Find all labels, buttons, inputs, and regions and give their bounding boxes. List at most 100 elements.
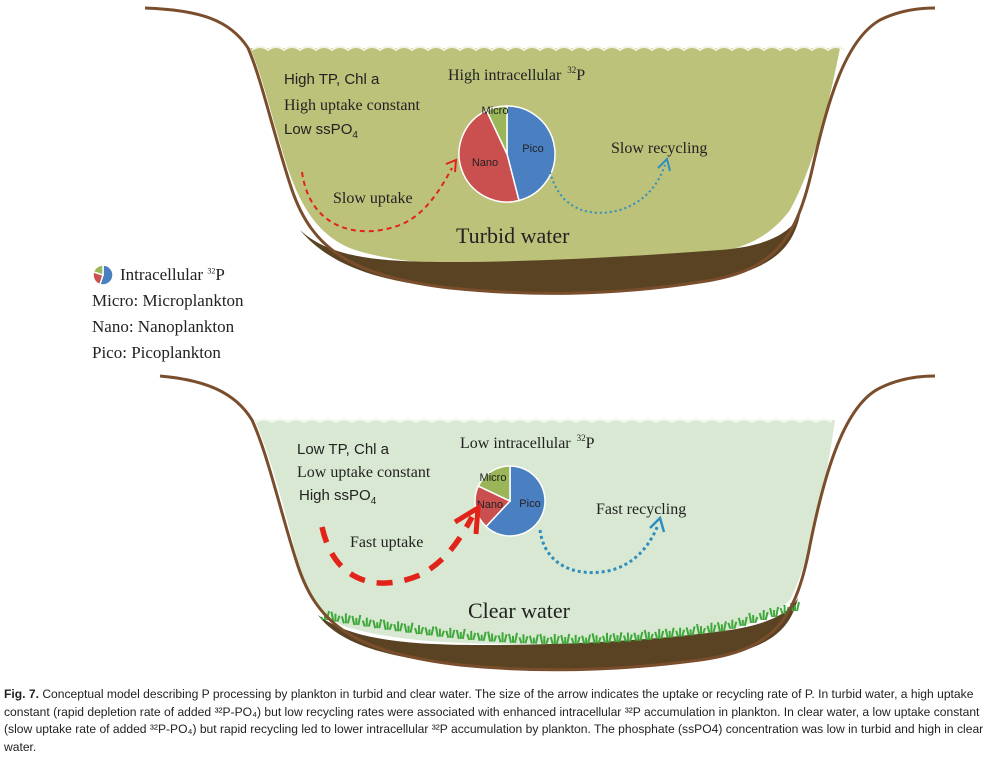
grass-blade (403, 623, 408, 633)
grass-blade (675, 630, 680, 637)
grass-blade (497, 634, 502, 643)
grass-blade (748, 612, 753, 624)
clear-sediment (318, 598, 798, 670)
grass-blade (618, 632, 623, 643)
clear-grass (320, 601, 800, 645)
grass-blade (414, 627, 418, 635)
grass-blade (346, 615, 351, 624)
grass-blade (754, 616, 759, 624)
grass-blade (545, 637, 550, 645)
grass-blade (628, 634, 633, 642)
turbid-cond-sspo4: Low ssPO4 (284, 121, 358, 141)
caption-label: Fig. 7. (4, 687, 39, 701)
turbid-wave-line (251, 46, 845, 52)
turbid-pie-pico-label: Pico (522, 143, 543, 155)
grass-blade (393, 623, 398, 632)
grass-blade (409, 622, 414, 633)
legend-pico: Pico: Picoplankton (92, 343, 221, 362)
turbid-uptake-arrow (301, 167, 453, 233)
legend: Intracellular 32P Micro: Microplankton N… (92, 262, 244, 366)
clear-water-body (255, 420, 835, 644)
turbid-recycling-label: Slow recycling (611, 140, 707, 157)
grass-blade (378, 618, 383, 629)
grass-blade (570, 637, 575, 645)
clear-recycling-arrowhead (649, 515, 666, 533)
grass-blade (461, 628, 466, 640)
turbid-basin: High TP, Chl a High uptake constant Low … (144, 6, 936, 295)
grass-blade (424, 627, 429, 636)
grass-blade (382, 619, 387, 630)
grass-blade (528, 635, 533, 644)
grass-blade (775, 606, 780, 618)
clear-pie-micro-slice (477, 465, 511, 503)
caption-text: Conceptual model describing P processing… (4, 687, 984, 754)
grass-blade (476, 632, 481, 642)
grass-blade (451, 629, 456, 639)
grass-blade (539, 633, 544, 645)
grass-blade (597, 636, 602, 644)
grass-blade (758, 612, 763, 621)
grass-blade (566, 633, 571, 645)
grass-blade (330, 611, 335, 622)
grass-blade (399, 623, 404, 632)
grass-blade (336, 615, 341, 622)
turbid-uptake-arrowhead (445, 158, 458, 173)
figure-caption: Fig. 7. Conceptual model describing P pr… (4, 686, 996, 756)
grass-blade (670, 627, 675, 639)
legend-micro: Micro: Microplankton (92, 291, 244, 310)
grass-blade (796, 601, 800, 612)
grass-blade (420, 626, 424, 635)
turbid-pie-nano-slice (458, 109, 520, 203)
grass-blade (743, 616, 748, 627)
grass-blade (372, 619, 377, 629)
grass-blade (555, 635, 560, 645)
grass-blade (466, 633, 471, 641)
grass-blade (361, 620, 366, 627)
clear-uptake-arrow (319, 515, 475, 586)
grass-blade (487, 631, 492, 642)
grass-blade (706, 625, 711, 633)
grass-blade (503, 634, 508, 643)
turbid-recycling-arrow (549, 164, 666, 214)
grass-blade (654, 631, 659, 640)
grass-blade (524, 636, 529, 644)
grass-blade (664, 628, 669, 639)
grass-blade (518, 636, 523, 644)
grass-blade (622, 635, 627, 642)
turbid-pie-pico-slice (506, 105, 556, 202)
grass-blade (367, 619, 372, 627)
turbid-recycling-arrowhead (657, 157, 671, 172)
grass-blade (685, 627, 690, 636)
clear-wave-line (255, 418, 833, 424)
grass-blade (591, 633, 596, 644)
clear-bank (159, 374, 936, 672)
grass-blade (357, 614, 362, 626)
grass-blade (681, 629, 686, 637)
clear-cond-uptake-constant: Low uptake constant (297, 464, 431, 481)
conceptual-diagram: High TP, Chl a High uptake constant Low … (144, 6, 936, 672)
grass-blade (340, 616, 345, 624)
clear-water-title: Clear water (468, 598, 571, 623)
grass-blade (691, 626, 696, 636)
grass-blade (779, 607, 784, 615)
grass-blade (722, 621, 727, 632)
clear-recycling-label: Fast recycling (596, 501, 686, 518)
grass-blade (472, 632, 477, 641)
clear-recycling-arrow (538, 524, 660, 575)
clear-cond-tp: Low TP, Chl a (297, 441, 390, 458)
grass-blade (445, 630, 450, 639)
grass-blade (549, 636, 554, 645)
clear-pie-micro-label: Micro (480, 472, 507, 484)
grass-blade (581, 635, 586, 644)
turbid-pie-micro-slice (485, 105, 508, 155)
legend-pie-icon (92, 264, 114, 286)
grass-blade (587, 634, 592, 644)
clear-uptake-label: Fast uptake (350, 534, 423, 551)
clear-basin: Low TP, Chl a Low uptake constant High s… (159, 374, 936, 672)
turbid-pie-micro-label: Micro (482, 105, 509, 117)
grass-blade (639, 631, 644, 642)
